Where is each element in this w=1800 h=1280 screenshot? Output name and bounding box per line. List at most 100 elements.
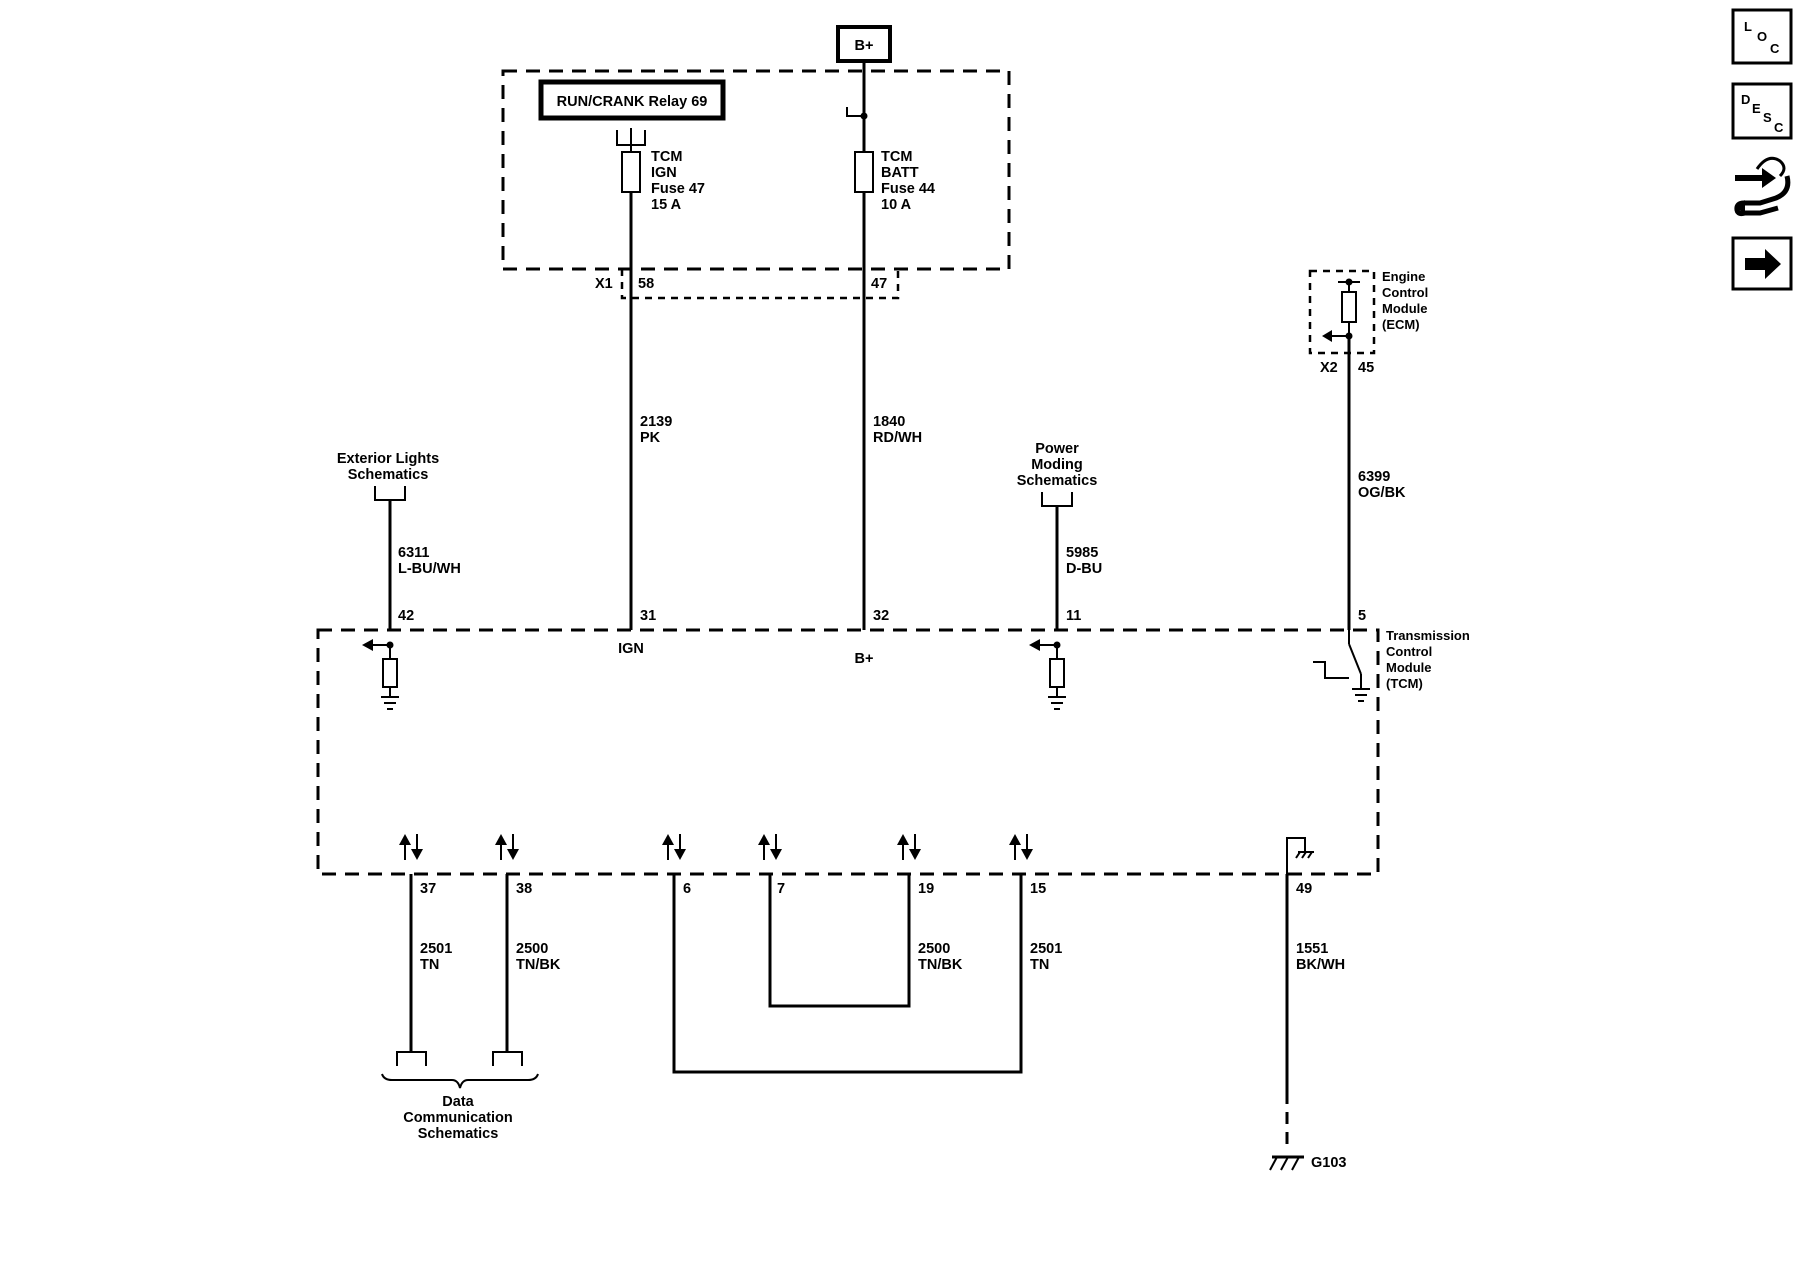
wire-2139-color: PK <box>640 430 661 446</box>
tcm-pin-31: 31 <box>640 608 656 624</box>
wire-37-color: TN <box>420 957 439 973</box>
bidir-arrow-15-icon <box>1009 834 1033 860</box>
tcm-pin-15: 15 <box>1030 881 1046 897</box>
ecm-line1: Engine <box>1382 269 1425 284</box>
location-icon: L O C <box>1744 19 1780 56</box>
wire-loop-7-19: 2500 TN/BK <box>768 874 963 1008</box>
tcm-switch-5 <box>1313 630 1370 702</box>
ecm-pin-45: 45 <box>1358 360 1374 376</box>
relay-label: RUN/CRANK Relay 69 <box>557 94 708 110</box>
bidir-arrow-6-icon <box>662 834 686 860</box>
tcm-pin-6: 6 <box>683 881 691 897</box>
wire-38: 2500 TN/BK <box>492 874 561 1066</box>
wire-1840-color: RD/WH <box>873 430 922 446</box>
svg-text:L: L <box>1744 19 1752 34</box>
chassis-ground-icon <box>1286 837 1314 874</box>
tcm-pin-5: 5 <box>1358 608 1366 624</box>
ext-lights-line1: Exterior Lights <box>337 451 439 467</box>
svg-text:S: S <box>1763 110 1772 125</box>
ecm-line4: (ECM) <box>1382 317 1420 332</box>
tcm-pin-19: 19 <box>918 881 934 897</box>
svg-text:O: O <box>1757 29 1767 44</box>
ecm-line2: Control <box>1382 285 1428 300</box>
arrow-right-icon <box>1745 249 1781 279</box>
tcm-pin-7: 7 <box>777 881 785 897</box>
bidirectional-arrows <box>399 834 1033 860</box>
fuse-batt-line1: TCM <box>881 149 912 165</box>
wire-49-circuit: 1551 <box>1296 941 1328 957</box>
tcm-line4: (TCM) <box>1386 676 1423 691</box>
tcm-bplus-label: B+ <box>855 651 874 667</box>
wire-2139: 2139 PK <box>629 192 672 630</box>
ext-lights-line2: Schematics <box>348 467 429 483</box>
tcm-label: Transmission Control Module (TCM) <box>1386 628 1470 691</box>
data-communication-reference: Data Communication Schematics <box>381 1073 539 1142</box>
tcm-outline <box>316 628 1380 876</box>
wire-15-color: TN <box>1030 957 1049 973</box>
wire-49-color: BK/WH <box>1296 957 1345 973</box>
desc-button[interactable]: D E S C <box>1731 82 1793 140</box>
connector-x1-pin-47: 47 <box>871 276 887 292</box>
wire-37: 2501 TN <box>396 874 452 1066</box>
power-source: B+ <box>836 25 892 63</box>
wire-6399-circuit: 6399 <box>1358 469 1390 485</box>
connector-x1: X1 58 47 <box>595 269 900 300</box>
tcm-pin-42: 42 <box>398 608 414 624</box>
ground-g103: G103 <box>1269 1155 1346 1171</box>
repair-button[interactable] <box>1734 156 1791 217</box>
tcm-input-11 <box>1029 639 1066 710</box>
wire-1840-circuit: 1840 <box>873 414 905 430</box>
tcm-pin-32: 32 <box>873 608 889 624</box>
wire-6311-circuit: 6311 <box>398 545 429 561</box>
tcm-line3: Module <box>1386 660 1432 675</box>
wire-6399: 6399 OG/BK <box>1347 336 1406 630</box>
tcm-pin-37: 37 <box>420 881 436 897</box>
power-label: B+ <box>855 38 874 54</box>
svg-text:C: C <box>1774 120 1784 135</box>
ecm: Engine Control Module (ECM) X2 45 <box>1308 269 1428 376</box>
tcm-line2: Control <box>1386 644 1432 659</box>
svg-text:E: E <box>1752 101 1761 116</box>
tcm-ign-label: IGN <box>618 641 644 657</box>
wire-loop-6-15: 2501 TN <box>672 874 1062 1074</box>
loc-button[interactable]: L O C <box>1731 8 1793 65</box>
wire-5985-color: D-BU <box>1066 561 1102 577</box>
fuse-ign-line2: IGN <box>651 165 677 181</box>
bidir-arrow-38-icon <box>495 834 519 860</box>
wire-1840: 1840 RD/WH <box>862 192 922 630</box>
fuse-ign-line3: Fuse 47 <box>651 181 705 197</box>
wire-19-color: TN/BK <box>918 957 963 973</box>
next-button[interactable] <box>1731 236 1793 291</box>
fuse-ign-line1: TCM <box>651 149 682 165</box>
svg-text:D: D <box>1741 92 1750 107</box>
wire-49: 1551 BK/WH <box>1285 874 1345 1152</box>
tcm-pin-38: 38 <box>516 881 532 897</box>
exterior-lights-reference: Exterior Lights Schematics 6311 L-BU/WH <box>337 451 461 630</box>
tcm-input-42 <box>362 639 399 710</box>
fuse-batt-line3: Fuse 44 <box>881 181 935 197</box>
fuse-batt-line2: BATT <box>881 165 919 181</box>
data-comm-line1: Data <box>442 1094 474 1110</box>
power-moding-line2: Moding <box>1031 457 1083 473</box>
tcm-pin-11: 11 <box>1066 608 1081 624</box>
wire-6399-color: OG/BK <box>1358 485 1406 501</box>
fuse-block-outline <box>501 69 1011 271</box>
ground-label: G103 <box>1311 1155 1346 1171</box>
ecm-line3: Module <box>1382 301 1428 316</box>
wire-6311-color: L-BU/WH <box>398 561 461 577</box>
description-icon: D E S C <box>1741 92 1784 135</box>
fuse-47: TCM IGN Fuse 47 15 A <box>616 128 705 213</box>
wire-2139-circuit: 2139 <box>640 414 672 430</box>
bidir-arrow-7-icon <box>758 834 782 860</box>
power-moding-line3: Schematics <box>1017 473 1098 489</box>
ecm-connector: X2 <box>1320 360 1338 376</box>
connector-wrench-icon <box>1734 156 1791 217</box>
fuse-batt-line4: 10 A <box>881 197 912 213</box>
wire-38-color: TN/BK <box>516 957 561 973</box>
fuse-44: TCM BATT Fuse 44 10 A <box>846 61 935 213</box>
tcm-line1: Transmission <box>1386 628 1470 643</box>
bidir-arrow-19-icon <box>897 834 921 860</box>
ground-icon <box>1269 1155 1304 1171</box>
connector-x1-name: X1 <box>595 276 613 292</box>
